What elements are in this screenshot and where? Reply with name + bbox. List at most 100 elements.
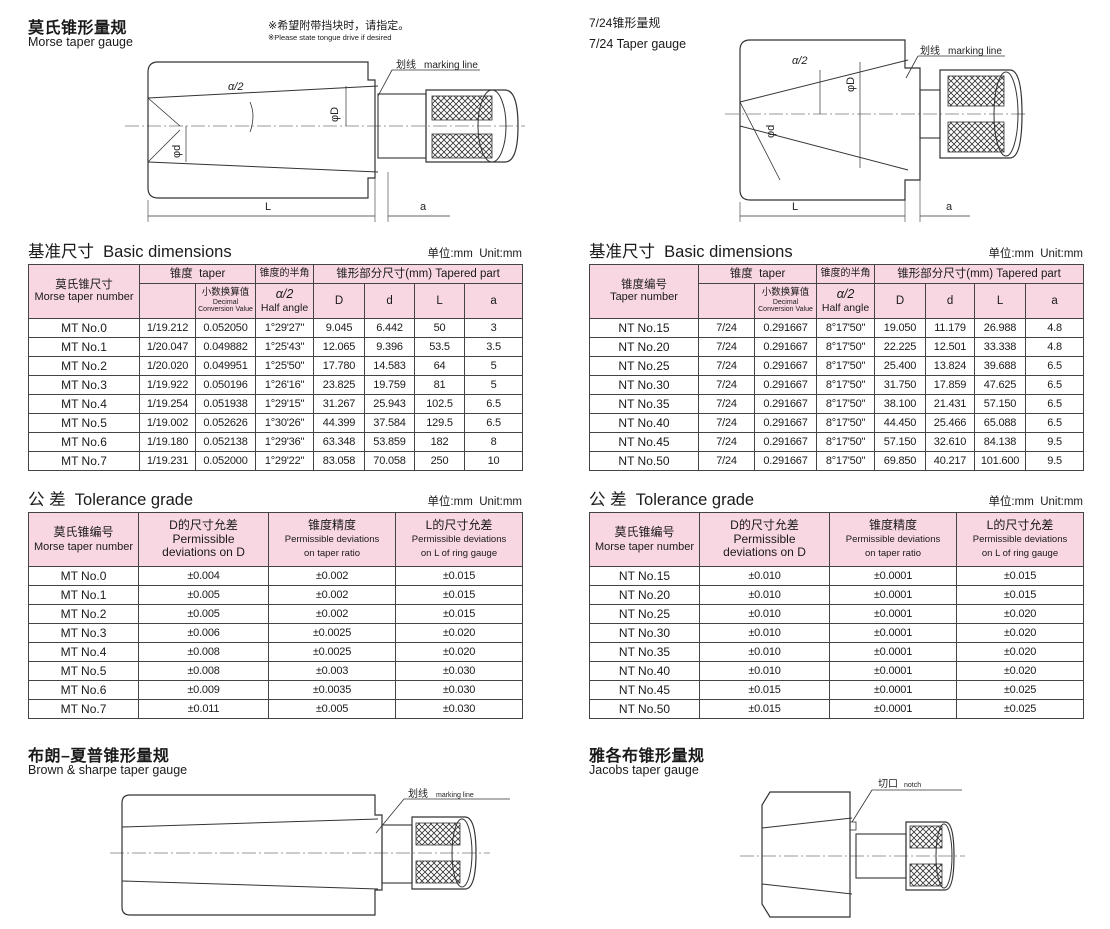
value-cell: 57.150 — [974, 394, 1027, 414]
value-cell: ±0.025 — [956, 680, 1084, 700]
value-cell: ±0.0001 — [829, 661, 957, 681]
value-cell: 50 — [414, 318, 466, 338]
taper724-a-label: a — [946, 201, 953, 213]
tol-d-header-zh: D的尺寸允差 — [730, 517, 799, 532]
table-row: MT No.5±0.008±0.003±0.030 — [28, 661, 523, 681]
alpha-half-label: α/2 — [228, 81, 243, 93]
value-cell: 32.610 — [925, 432, 976, 452]
value-cell: 5 — [464, 356, 524, 376]
row-label-cell: MT No.7 — [28, 451, 140, 471]
basic-title-zh: 基准尺寸 — [28, 243, 94, 261]
value-cell: 53.5 — [414, 337, 466, 357]
value-cell: 7/24 — [698, 318, 755, 338]
tapered-header-zh: 锥形部分尺寸(mm) — [897, 267, 994, 280]
row-label-cell: NT No.45 — [589, 680, 700, 700]
value-cell: 5 — [464, 375, 524, 395]
table-row: NT No.45±0.015±0.0001±0.025 — [589, 680, 1084, 700]
value-cell: 7/24 — [698, 337, 755, 357]
value-cell: 44.450 — [874, 413, 927, 433]
basic-title-en: Basic dimensions — [664, 243, 793, 261]
taper724-phi-D-label: φD — [845, 77, 857, 92]
brown-sharpe-title-en: Brown & sharpe taper gauge — [28, 763, 188, 777]
value-cell: ±0.0001 — [829, 566, 957, 586]
brown-sharpe-title-zh: 布朗–夏普锥形量规 — [28, 748, 170, 765]
unit-en: Unit:mm — [1040, 248, 1083, 260]
tol-l-header-zh: L的尺寸允差 — [986, 517, 1054, 532]
taper-number-header-zh: 锥度编号 — [621, 279, 667, 292]
value-cell: 7/24 — [698, 356, 755, 376]
value-cell: 8°17'50" — [816, 394, 876, 414]
unit-zh: 单位:mm — [427, 248, 473, 260]
tol-ratio-header-en1: Permissible deviations — [845, 534, 941, 546]
value-cell: 101.600 — [974, 451, 1027, 471]
value-cell: ±0.025 — [956, 699, 1084, 719]
row-label-cell: MT No.0 — [28, 566, 139, 586]
value-cell: ±0.015 — [395, 604, 523, 624]
table-row: NT No.15±0.010±0.0001±0.015 — [589, 566, 1084, 586]
value-cell: 8°17'50" — [816, 375, 876, 395]
row-label-cell: NT No.15 — [589, 318, 699, 338]
row-label-cell: NT No.20 — [589, 337, 699, 357]
decimal-header-zh: 小数换算值 — [761, 287, 810, 299]
value-cell: 25.943 — [364, 394, 416, 414]
value-cell: 84.138 — [974, 432, 1027, 452]
value-cell: 11.179 — [925, 318, 976, 338]
value-cell: 6.5 — [1025, 394, 1085, 414]
phi-D-label: φD — [329, 107, 341, 122]
basic-dim-heading-right: 基准尺寸 Basic dimensions 单位:mm Unit:mm — [589, 242, 1083, 262]
value-cell: 23.825 — [313, 375, 366, 395]
row-label-cell: MT No.2 — [28, 356, 140, 376]
decimal-header-zh: 小数换算值 — [201, 287, 250, 299]
value-cell: 3 — [464, 318, 524, 338]
half-angle-alpha: α/2 — [275, 287, 294, 302]
value-cell: ±0.002 — [268, 604, 396, 624]
value-cell: 19.759 — [364, 375, 416, 395]
value-cell: 64 — [414, 356, 466, 376]
value-cell: ±0.008 — [138, 642, 269, 662]
table-row: MT No.2±0.005±0.002±0.015 — [28, 604, 523, 624]
value-cell: ±0.003 — [268, 661, 396, 681]
tol-l-header-en2: on L of ring gauge — [981, 548, 1059, 560]
col-d-header: d — [364, 283, 416, 319]
value-cell: ±0.010 — [699, 604, 830, 624]
taper724-alpha-label: α/2 — [792, 55, 807, 67]
taper-header-zh: 锥度 — [169, 267, 193, 280]
value-cell: 1/19.002 — [139, 413, 196, 433]
value-cell: 0.291667 — [753, 318, 818, 338]
decimal-header-en2: Conversion Value — [758, 306, 813, 314]
value-cell: 1/19.231 — [139, 451, 196, 471]
value-cell: 7/24 — [698, 432, 755, 452]
value-cell: ±0.020 — [956, 642, 1084, 662]
row-label-cell: NT No.30 — [589, 623, 700, 643]
taper724-gauge-title-zh: 7/24锥形量规 — [589, 16, 661, 30]
value-cell: ±0.030 — [395, 680, 523, 700]
value-cell: ±0.0001 — [829, 642, 957, 662]
tol-ratio-header-en2: on taper ratio — [865, 548, 921, 560]
value-cell: 9.5 — [1025, 451, 1085, 471]
row-label-cell: MT No.6 — [28, 680, 139, 700]
value-cell: ±0.015 — [699, 699, 830, 719]
bs-marking-label-zh: 划线 — [408, 787, 428, 800]
value-cell: ±0.004 — [138, 566, 269, 586]
value-cell: 1°25'43" — [255, 337, 315, 357]
table-row: MT No.3±0.006±0.0025±0.020 — [28, 623, 523, 643]
value-cell: 0.050196 — [194, 375, 257, 395]
value-cell: 6.5 — [1025, 375, 1085, 395]
value-cell: ±0.010 — [699, 642, 830, 662]
jacobs-drawing: 切口 notch — [740, 772, 980, 922]
value-cell: 9.045 — [313, 318, 366, 338]
row-label-cell: MT No.2 — [28, 604, 139, 624]
row-label-cell: NT No.25 — [589, 356, 699, 376]
value-cell: ±0.010 — [699, 623, 830, 643]
value-cell: 19.050 — [874, 318, 927, 338]
col-d-header: d — [925, 283, 976, 319]
value-cell: 1°25'50" — [255, 356, 315, 376]
value-cell: 83.058 — [313, 451, 366, 471]
row-label-cell: MT No.6 — [28, 432, 140, 452]
